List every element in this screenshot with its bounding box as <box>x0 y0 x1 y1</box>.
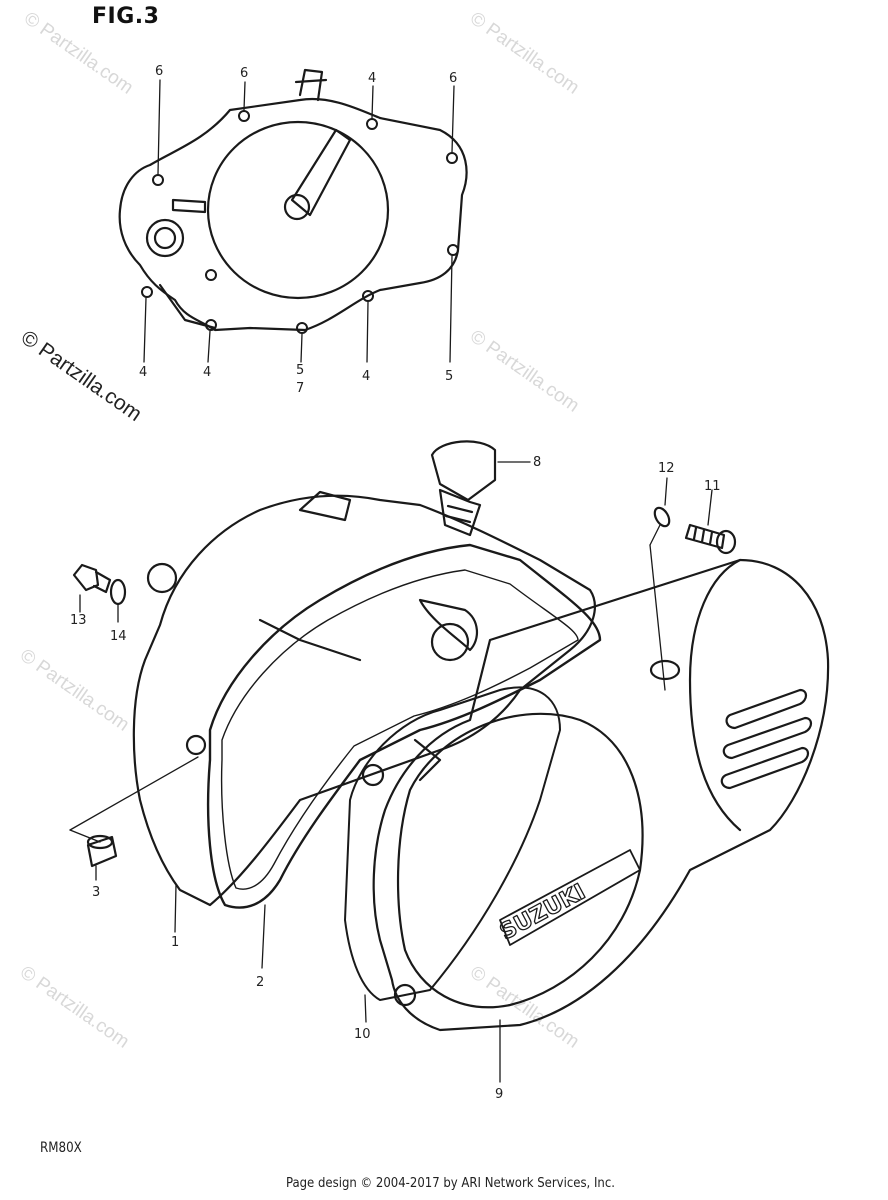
callout-8: 8 <box>533 455 541 470</box>
part-12-washer <box>653 506 671 528</box>
footer-credit: Page design © 2004-2017 by ARI Network S… <box>286 1176 615 1191</box>
callout-12: 12 <box>658 461 675 476</box>
callout-13: 13 <box>70 613 87 628</box>
part-2-gasket <box>206 543 602 909</box>
part-13-bolt <box>72 563 112 594</box>
suzuki-logo: SUZUKI <box>496 880 590 946</box>
part-1-crankcase <box>132 490 596 907</box>
callout-7: 7 <box>296 381 304 396</box>
gasket-inner-edge <box>220 569 579 890</box>
clutch-cover-top-view <box>118 68 468 363</box>
figure-title: FIG.3 <box>92 4 160 29</box>
callout-5: 5 <box>296 363 304 378</box>
callout-4: 4 <box>362 369 370 384</box>
callout-labels: 6 6 4 6 4 4 5 7 4 5 8 12 11 13 14 3 1 2 … <box>70 64 721 1102</box>
callout-1: 1 <box>171 935 179 950</box>
part-10-gasket <box>344 686 561 1001</box>
callout-3: 3 <box>92 885 100 900</box>
leader-lines <box>69 461 713 1083</box>
callout-4: 4 <box>139 365 147 380</box>
callout-2: 2 <box>256 975 264 990</box>
part-11-screw <box>684 523 737 555</box>
part-14-washer <box>109 578 127 606</box>
callout-10: 10 <box>354 1027 371 1042</box>
callout-14: 14 <box>110 629 127 644</box>
callout-4: 4 <box>203 365 211 380</box>
callout-6: 6 <box>449 71 457 86</box>
part-8-filler-cap <box>430 440 497 537</box>
callout-9: 9 <box>495 1087 503 1102</box>
callout-11: 11 <box>704 479 721 494</box>
part-3-dowel <box>86 834 118 868</box>
callout-5: 5 <box>445 369 453 384</box>
callout-6: 6 <box>240 66 248 81</box>
part-9-outer-cover: SUZUKI <box>361 558 830 1032</box>
callout-6: 6 <box>155 64 163 79</box>
model-code: RM80X <box>40 1140 82 1156</box>
callout-4: 4 <box>368 71 376 86</box>
